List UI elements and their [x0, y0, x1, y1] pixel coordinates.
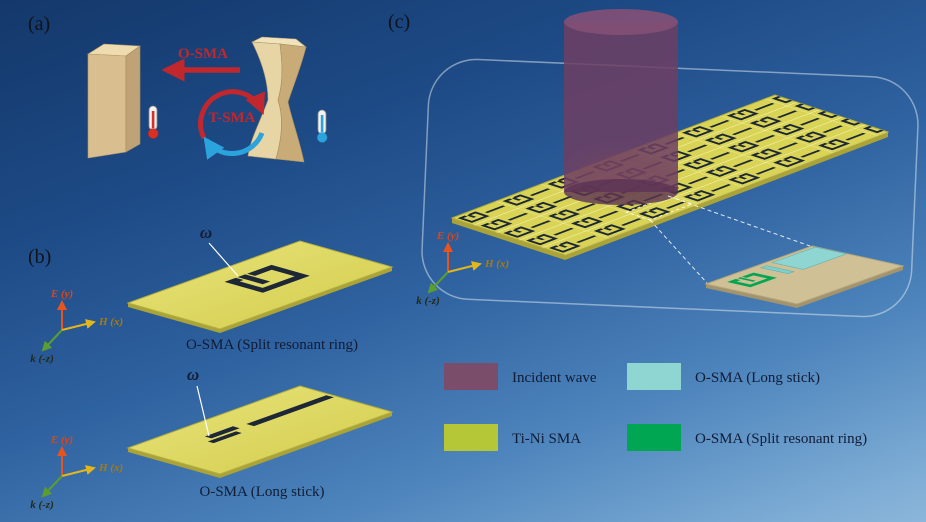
h-axis-arrow [61, 319, 96, 331]
e-axis-label: E (y) [50, 434, 73, 446]
axes-long-stick: E (y) H (x) k (-z) [30, 434, 123, 511]
legend-label-split-ring: O-SMA (Split resonant ring) [695, 431, 867, 447]
axes-array: E (y) H (x) k (-z) [416, 230, 509, 307]
h-axis-label: H (x) [484, 258, 509, 270]
unit-cell-inset [704, 245, 905, 308]
legend-label-long-stick: O-SMA (Long stick) [695, 370, 820, 386]
long-stick-plate: ω O-SMA (Long stick) [126, 365, 394, 500]
panel-b: (b) ω O-SMA (Split resonant ring) E (y) … [28, 223, 394, 511]
k-axis-arrow [41, 329, 63, 352]
axes-split-ring: E (y) H (x) k (-z) [30, 288, 123, 365]
k-axis-label: k (-z) [30, 499, 54, 511]
inset-long-stick [759, 265, 795, 275]
panel-b-label: (b) [28, 246, 51, 268]
split-ring-caption: O-SMA (Split resonant ring) [186, 337, 358, 353]
thermometer-hot-icon [147, 105, 159, 139]
legend-swatch-incident-wave [444, 363, 498, 390]
inset-split-ring [727, 272, 777, 288]
e-axis-label: E (y) [50, 288, 73, 300]
thermometer-cold-icon [316, 109, 328, 143]
legend-swatch-long-stick [627, 363, 681, 390]
long-stick-slit [246, 395, 334, 427]
legend-label-incident-wave: Incident wave [512, 370, 597, 386]
omega-label-stick: ω [187, 365, 199, 384]
straight-sma-block [87, 43, 141, 159]
e-axis-label: E (y) [436, 230, 459, 242]
zoom-dashed-line-2 [667, 195, 811, 247]
inset-stick-patch [770, 246, 848, 270]
k-axis-label: k (-z) [30, 353, 54, 365]
panel-c: (c) [388, 9, 919, 318]
panel-a: (a) O-SMA T-SMA [28, 13, 328, 163]
omega-label-ring: ω [200, 223, 212, 242]
long-stick-caption: O-SMA (Long stick) [200, 484, 325, 500]
omega-pointer-ring [208, 242, 239, 277]
zoom-dashed-line-1 [649, 219, 708, 284]
short-stick-slit-1 [204, 426, 240, 439]
legend-label-tini-sma: Ti-Ni SMA [512, 431, 581, 447]
short-stick-slit-2 [207, 431, 242, 444]
split-resonant-ring [224, 264, 310, 293]
k-axis-label: k (-z) [416, 295, 440, 307]
panel-a-label: (a) [28, 13, 50, 35]
split-ring-plate: ω O-SMA (Split resonant ring) [126, 223, 394, 353]
k-axis-arrow [427, 271, 449, 294]
panel-c-label: (c) [388, 11, 410, 33]
omega-pointer-stick [196, 385, 210, 437]
tsma-heating-arrow [198, 89, 265, 140]
osma-arrow-label: O-SMA [178, 46, 228, 62]
tsma-cooling-arrow [203, 132, 265, 160]
h-axis-label: H (x) [98, 316, 123, 328]
h-axis-arrow [61, 465, 96, 477]
tsma-cycle-label: T-SMA [209, 110, 256, 126]
k-axis-arrow [41, 475, 63, 498]
incident-wave-cylinder [564, 9, 678, 205]
legend-swatch-split-ring [627, 424, 681, 451]
legend-swatch-tini-sma [444, 424, 498, 451]
legend: Incident wave O-SMA (Long stick) Ti-Ni S… [444, 363, 867, 451]
h-axis-arrow [447, 261, 482, 273]
h-axis-label: H (x) [98, 462, 123, 474]
twisted-sma-block [247, 36, 308, 163]
